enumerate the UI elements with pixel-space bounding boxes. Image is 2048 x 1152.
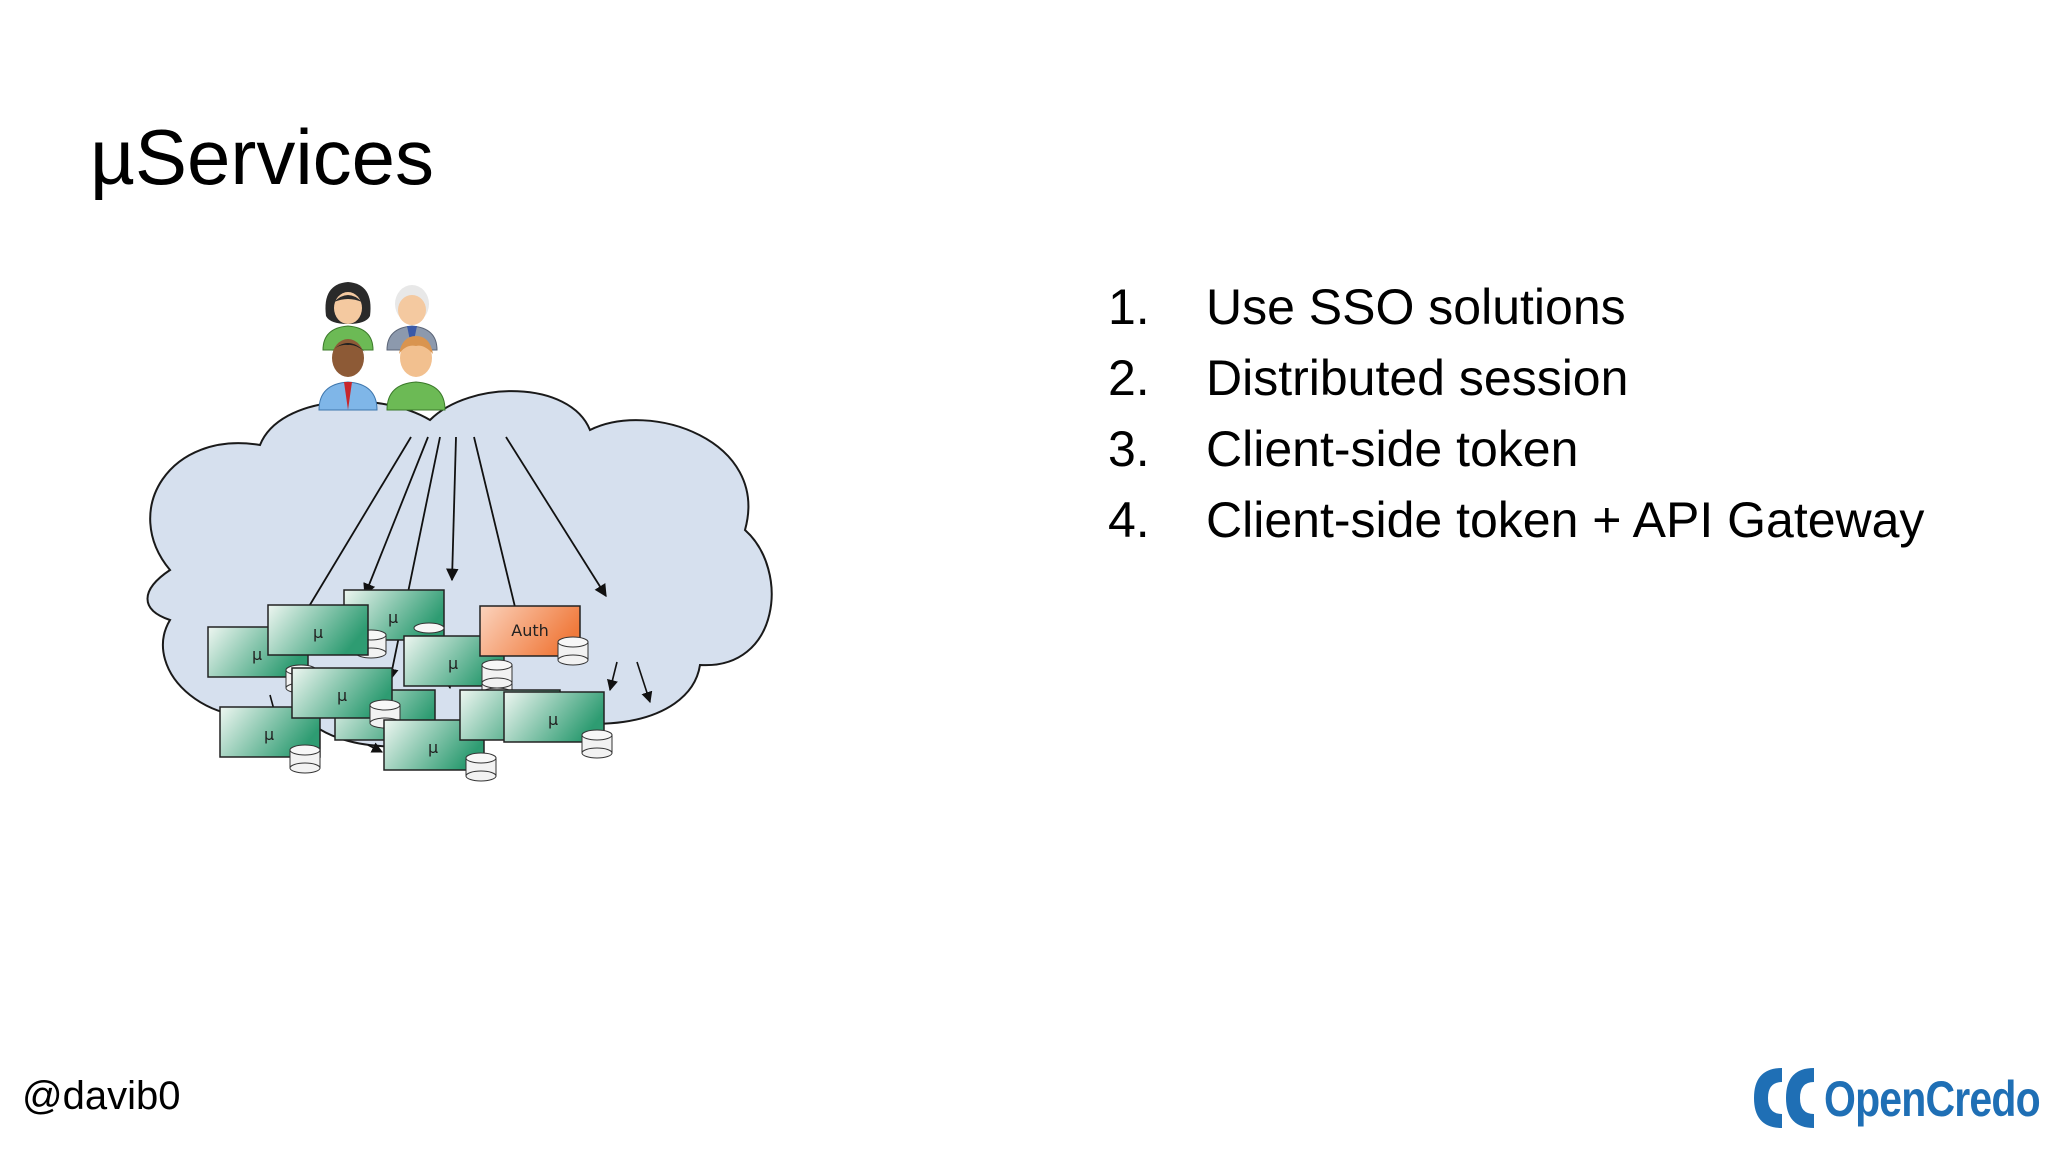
list-item: 3.Client-side token — [1108, 421, 1579, 477]
svg-text:µ: µ — [388, 608, 398, 627]
woman-user-icon — [322, 282, 374, 351]
opencredo-mark-icon — [1754, 1068, 1814, 1128]
svg-text:µ: µ — [428, 738, 438, 757]
svg-text:µ: µ — [252, 645, 262, 664]
svg-text:µ: µ — [337, 686, 347, 705]
microservices-diagram: µ µ µ µ µ µ µ µ Au — [146, 282, 773, 782]
svg-text:µ: µ — [313, 623, 323, 642]
list-item: 2.Distributed session — [1108, 350, 1629, 406]
service-node: µ — [291, 667, 401, 729]
svg-text:Auth: Auth — [511, 621, 549, 640]
service-node: µ — [383, 719, 497, 782]
brand-name: OpenCredo — [1824, 1071, 2041, 1127]
service-node: µ — [503, 691, 613, 759]
auth-service-node: Auth — [479, 605, 589, 666]
service-node: µ — [267, 604, 369, 656]
svg-text:µ: µ — [548, 710, 558, 729]
list-item: 1.Use SSO solutions — [1108, 279, 1626, 335]
opencredo-logo: OpenCredo — [1748, 1062, 2041, 1134]
slide-title: µServices — [90, 113, 435, 201]
user-icon — [386, 336, 446, 411]
points-list: 1.Use SSO solutions 2.Distributed sessio… — [1108, 272, 1924, 556]
database-icon — [481, 659, 513, 689]
list-item: 4.Client-side token + API Gateway — [1108, 492, 1925, 548]
author-handle: @davib0 — [22, 1074, 181, 1118]
man-user-icon — [318, 339, 378, 411]
svg-text:µ: µ — [264, 725, 274, 744]
svg-text:µ: µ — [448, 654, 458, 673]
